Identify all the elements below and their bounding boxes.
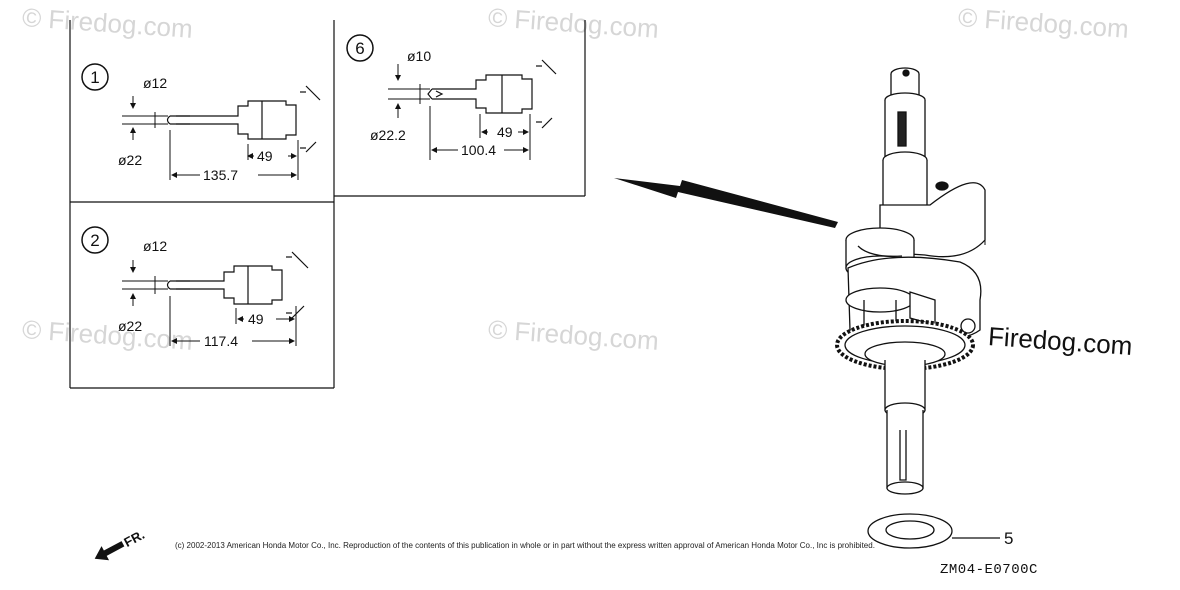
variant-2-drawing: 2 ø12 ø22 49 117.4 xyxy=(81,226,309,349)
front-label: FR. xyxy=(121,527,147,550)
washer-part xyxy=(867,513,1000,549)
variant-6-drawing: 6 ø10 ø22.2 49 100.4 xyxy=(346,34,557,160)
variant-panels xyxy=(69,20,586,389)
diagram-code: ZM04-E0700C xyxy=(940,562,1038,578)
copyright-notice: (c) 2002-2013 American Honda Motor Co., … xyxy=(175,541,875,550)
variant-label: 1 xyxy=(90,68,99,87)
variant-1-drawing: 1 ø12 ø22 49 135.7 xyxy=(81,63,321,183)
variant-label: 2 xyxy=(90,231,99,250)
front-direction-indicator: FR. xyxy=(94,527,147,561)
dimension-total-length: 100.4 xyxy=(461,142,496,158)
dimension-step-length: 49 xyxy=(248,311,264,327)
dimension-small-diameter: ø12 xyxy=(143,75,167,91)
dimension-large-diameter: ø22.2 xyxy=(370,127,406,143)
variant-label: 6 xyxy=(355,39,364,58)
crankshaft-drawing xyxy=(835,67,986,495)
dimension-large-diameter: ø22 xyxy=(118,318,142,334)
dimension-large-diameter: ø22 xyxy=(118,152,142,168)
variant-badge-1 xyxy=(81,63,109,91)
pointer-arrow xyxy=(614,178,838,228)
variant-badge-6 xyxy=(346,34,374,62)
dimension-step-length: 49 xyxy=(257,148,273,164)
dimension-total-length: 117.4 xyxy=(204,333,238,349)
dimension-step-length: 49 xyxy=(497,124,513,140)
variant-badge-2 xyxy=(81,226,109,254)
dimension-small-diameter: ø12 xyxy=(143,238,167,254)
dimension-small-diameter: ø10 xyxy=(407,48,431,64)
part-number-label: 5 xyxy=(1004,529,1013,548)
dimension-total-length: 135.7 xyxy=(203,167,238,183)
